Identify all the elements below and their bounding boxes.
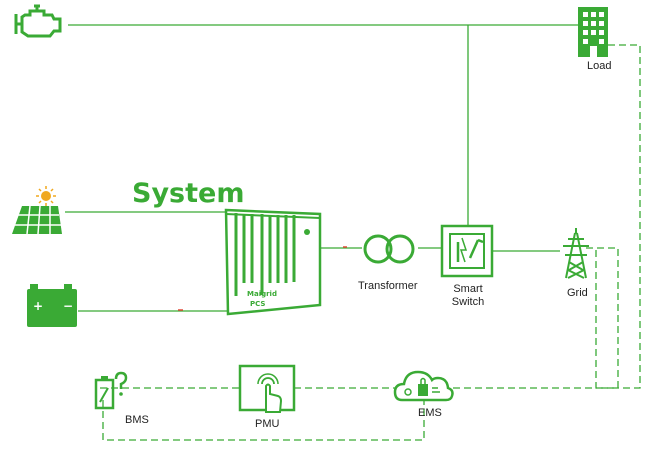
cloud-icon [393, 370, 454, 402]
engine-icon [14, 4, 62, 38]
bms-icon [94, 371, 128, 410]
smart-switch-icon [440, 224, 494, 278]
solar-panel-icon [12, 186, 62, 235]
dashed-connections [100, 44, 641, 441]
solid-connections [65, 24, 578, 312]
grid-label: Grid [567, 287, 588, 299]
smart-switch-label-line2: Switch [451, 296, 485, 308]
load-ems-dashed [595, 44, 641, 389]
pcs-cabinet-icon: Maigrid PCS [224, 208, 322, 316]
svg-text:+: + [33, 299, 43, 313]
transformer-label: Transformer [358, 280, 418, 292]
battery-icon: + − [27, 284, 77, 327]
bms-ems-loop-dashed [102, 400, 425, 441]
svg-text:−: − [63, 299, 73, 313]
smart-switch-label-line1: Smart [453, 283, 483, 295]
touch-screen-icon [238, 364, 296, 413]
bms-label: BMS [125, 414, 149, 426]
pcs-model-text: PCS [250, 300, 265, 308]
ems-label: EMS [418, 407, 442, 419]
grid-ems-dashed [452, 247, 619, 389]
pmu-label: PMU [255, 418, 280, 430]
transmission-tower-icon [563, 228, 589, 279]
building-icon [578, 7, 608, 57]
load-label: Load [587, 60, 612, 72]
red-marks [178, 246, 347, 311]
transformer-icon [363, 234, 415, 264]
pcs-brand-text: Maigrid [247, 290, 277, 298]
system-title: System [132, 178, 245, 209]
